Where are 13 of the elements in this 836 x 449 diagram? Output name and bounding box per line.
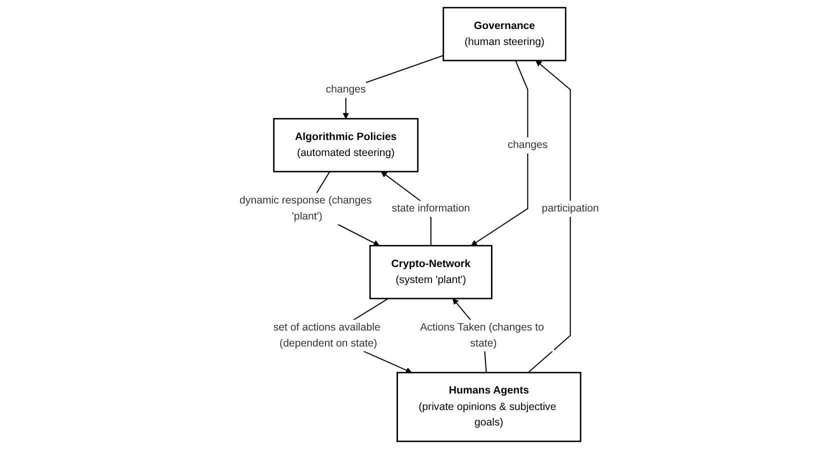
node-box: Crypto-Network (system 'plant') xyxy=(370,244,493,300)
edge-label: state information xyxy=(392,202,470,214)
edge-label: set of actions available (dependent on state) xyxy=(274,321,381,349)
arrow xyxy=(528,60,572,373)
node-box: Humans Agents (private opinions & subjective goals) xyxy=(396,372,582,442)
edge-label: dynamic response (changes 'plant') xyxy=(240,194,372,222)
node-box: Algorithmic Policies (automated steering) xyxy=(273,118,419,172)
edge-label: changes xyxy=(508,138,548,151)
edge-label: participation xyxy=(542,202,600,214)
node-box: Governance (human steering) xyxy=(442,6,567,62)
edge-label: Actions Taken (changes to state) xyxy=(420,321,544,349)
arrow xyxy=(471,60,528,246)
edge-label: changes xyxy=(326,83,366,96)
